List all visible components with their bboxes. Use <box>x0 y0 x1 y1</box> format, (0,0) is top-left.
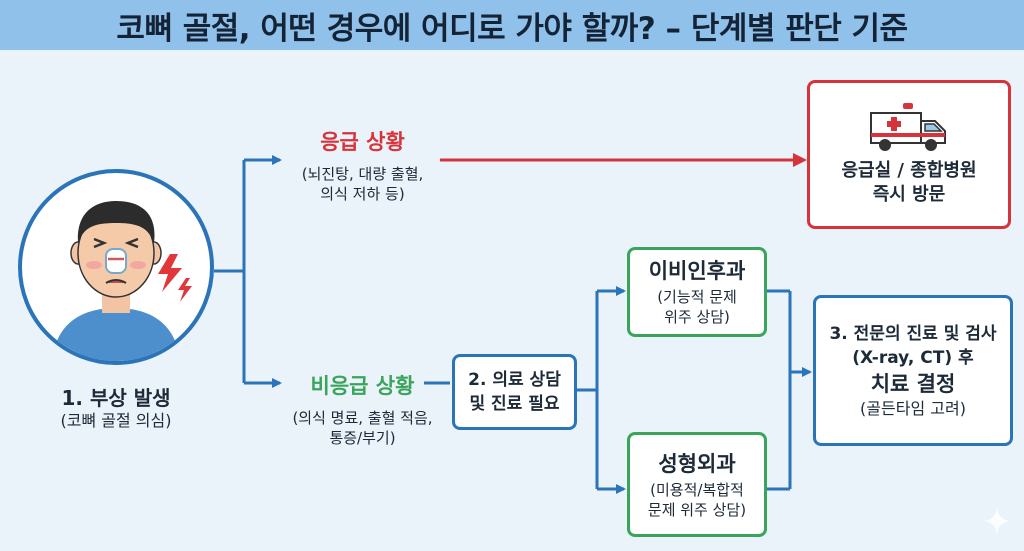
non-emergency-note-line2: 통증/부기) <box>329 429 396 447</box>
injured-person-avatar <box>18 169 214 365</box>
consult-line2: 및 진료 필요 <box>469 394 560 414</box>
injury-step: 1. 부상 발생 <box>61 386 171 410</box>
injury-note: (코뼈 골절 의심) <box>60 411 172 430</box>
non-emergency-note-line1: (의식 명료, 출혈 적음, <box>292 409 433 427</box>
ent-title: 이비인후과 <box>648 259 746 283</box>
plastic-note-line2: 문제 위주 상담) <box>647 500 747 519</box>
er-destination-line2: 즉시 방문 <box>872 183 946 205</box>
ent-note-line1: (기능적 문제 <box>657 288 737 306</box>
injured-person-icon <box>52 201 180 361</box>
sparkle-icon <box>983 507 1011 535</box>
treatment-line2: (X-ray, CT) 후 <box>852 347 974 368</box>
plastic-surgery-box: 성형외과 (미용적/복합적 문제 위주 상담) <box>627 432 767 537</box>
non-emergency-branch: 비응급 상황 (의식 명료, 출혈 적음, 통증/부기) <box>270 370 455 448</box>
consult-box: 2. 의료 상담 및 진료 필요 <box>452 354 577 430</box>
ambulance-icon <box>870 102 946 151</box>
ent-box: 이비인후과 (기능적 문제 위주 상담) <box>627 247 767 337</box>
injury-label: 1. 부상 발생 (코뼈 골절 의심) <box>18 386 214 432</box>
lightning-icon <box>158 254 192 302</box>
title-bar: 코뼈 골절, 어떤 경우에 어디로 가야 할까? – 단계별 판단 기준 <box>0 0 1024 50</box>
consult-line1: 2. 의료 상담 <box>468 370 561 390</box>
er-destination-line1: 응급실 / 종합병원 <box>841 159 977 181</box>
treatment-line4: (골든타임 고려) <box>860 398 966 418</box>
ent-note-line2: 위주 상담) <box>664 308 730 326</box>
emergency-label: 응급 상황 <box>320 130 405 154</box>
treatment-line3: 치료 결정 <box>870 371 956 396</box>
plastic-note-line1: (미용적/복합적 <box>650 480 744 499</box>
emergency-note-line2: 의식 저하 등) <box>320 185 405 203</box>
page-title: 코뼈 골절, 어떤 경우에 어디로 가야 할까? – 단계별 판단 기준 <box>116 10 908 47</box>
emergency-note-line1: (뇌진탕, 대량 출혈, <box>301 165 424 183</box>
plastic-title: 성형외과 <box>658 451 736 476</box>
emergency-branch: 응급 상황 (뇌진탕, 대량 출혈, 의식 저하 등) <box>270 126 455 204</box>
non-emergency-label: 비응급 상황 <box>310 374 415 398</box>
er-destination-box: 응급실 / 종합병원 즉시 방문 <box>807 80 1011 229</box>
treatment-line1: 3. 전문의 진료 및 검사 <box>829 323 997 344</box>
treatment-box: 3. 전문의 진료 및 검사 (X-ray, CT) 후 치료 결정 (골든타임… <box>813 295 1013 446</box>
